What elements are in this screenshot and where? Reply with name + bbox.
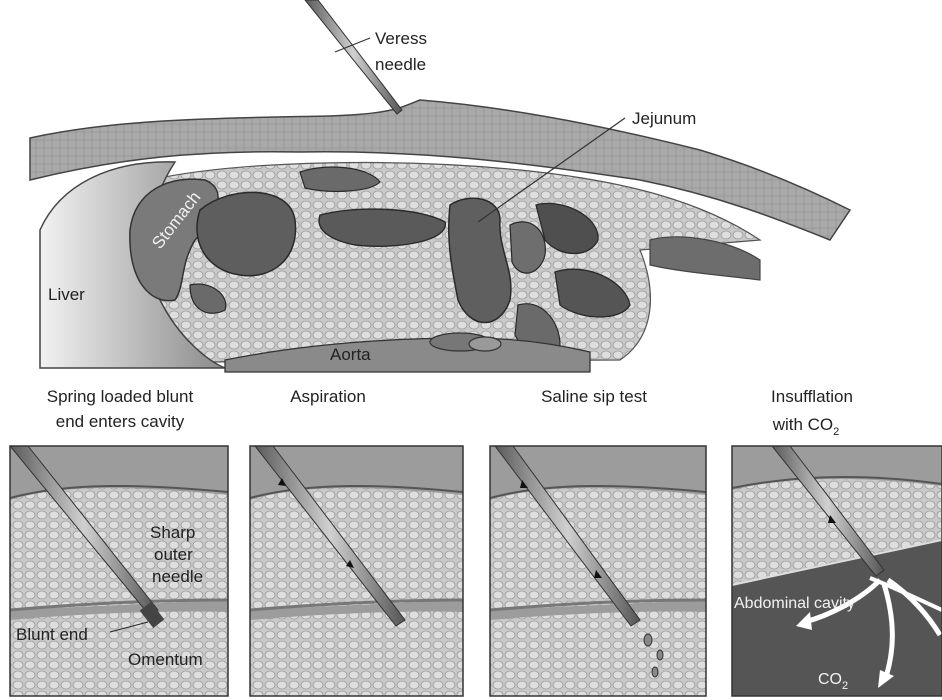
abdominal-cavity-label: Abdominal cavity [734,595,855,612]
saline-drop [652,667,658,677]
panel-saline-sip-test [490,446,706,696]
organ-loop [319,209,445,246]
jejunum-label: Jejunum [632,109,696,128]
veress-label-line2: needle [375,55,426,74]
panel-aspiration [250,446,463,696]
panel1-caption-line1: Spring loaded blunt [47,387,194,406]
saline-drop [657,650,663,660]
sharp-label-3: needle [152,567,203,586]
sharp-label-2: outer [154,545,193,564]
panel-insufflation: Abdominal cavity CO2 [732,446,942,696]
panel3-caption: Saline sip test [541,387,647,406]
organ-loop [650,237,760,280]
sharp-label-1: Sharp [150,523,195,542]
abdomen-cross-section: Veress needle Jejunum Liver Aorta Stomac… [30,0,850,372]
panel4-caption-line1: Insufflation [771,387,853,406]
panel2-caption: Aspiration [290,387,366,406]
blunt-end-label: Blunt end [16,625,88,644]
panel-blunt-end: Sharp outer needle Blunt end Omentum [10,446,228,696]
veress-label-line1: Veress [375,29,427,48]
panel4-caption-line2: with CO2 [772,415,840,438]
vessel [469,337,501,351]
aorta-label: Aorta [330,345,371,364]
saline-drop [644,634,652,646]
liver-label: Liver [48,285,85,304]
organ-loop [197,192,296,275]
omentum-label: Omentum [128,650,203,669]
panel1-caption-line2: end enters cavity [56,412,185,431]
